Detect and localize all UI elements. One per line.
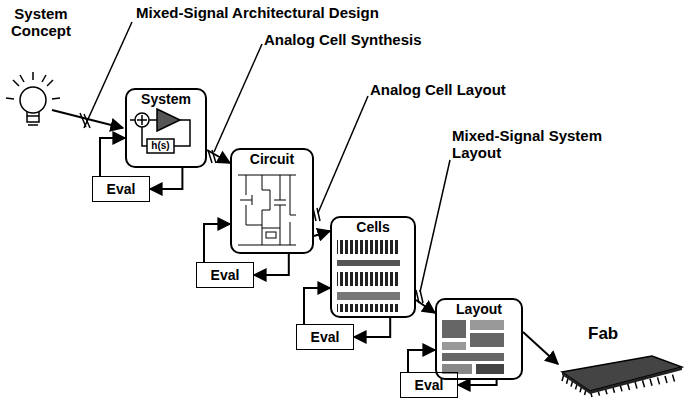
flow-arrow bbox=[254, 254, 289, 275]
eval-label: Eval bbox=[311, 329, 340, 345]
flow-arrow bbox=[408, 350, 435, 372]
chip-icon: Fab bbox=[560, 350, 684, 400]
eval-label: Eval bbox=[415, 377, 444, 393]
block-box: Circuit bbox=[230, 148, 314, 254]
block-title: System bbox=[127, 91, 205, 107]
flow-arrow bbox=[207, 150, 230, 163]
flow-arrow bbox=[314, 231, 330, 236]
block-title: Cells bbox=[332, 219, 414, 235]
flow-arrow bbox=[523, 332, 558, 364]
block-title: Layout bbox=[437, 301, 521, 317]
concept-label: System Concept bbox=[6, 6, 76, 39]
system-layout bbox=[442, 320, 504, 374]
flow-arrow bbox=[150, 168, 182, 189]
light-bulb bbox=[6, 72, 60, 125]
eval-box: Eval bbox=[296, 324, 354, 350]
block-title: Circuit bbox=[232, 151, 312, 167]
stage-label: Mixed-Signal System Layout bbox=[452, 128, 630, 161]
flow-arrow bbox=[100, 138, 125, 176]
eval-box: Eval bbox=[196, 262, 254, 288]
flow-arrow bbox=[458, 380, 497, 385]
block-box: Cells bbox=[330, 216, 416, 318]
stage-label: Analog Cell Layout bbox=[370, 82, 506, 99]
stage-label: Analog Cell Synthesis bbox=[264, 32, 422, 49]
leader-lines bbox=[80, 22, 450, 303]
flow-arrow bbox=[204, 224, 230, 262]
stage-label: Mixed-Signal Architectural Design bbox=[136, 5, 379, 22]
eval-label: Eval bbox=[107, 181, 136, 197]
flow-arrow bbox=[304, 288, 330, 324]
block-title: Fab bbox=[588, 324, 618, 344]
transfer-function: h(s) bbox=[147, 140, 174, 151]
flow-arrow bbox=[416, 300, 435, 313]
circuit-schematic bbox=[238, 175, 296, 245]
block-box: System bbox=[125, 88, 207, 168]
eval-box: Eval bbox=[92, 176, 150, 202]
cell-layout bbox=[337, 240, 400, 312]
flow-arrow bbox=[354, 318, 390, 337]
chip-body bbox=[560, 350, 684, 400]
eval-box: Eval bbox=[400, 372, 458, 398]
eval-label: Eval bbox=[211, 267, 240, 283]
system-block-diagram bbox=[130, 109, 190, 153]
block-box: Layout bbox=[435, 298, 523, 380]
